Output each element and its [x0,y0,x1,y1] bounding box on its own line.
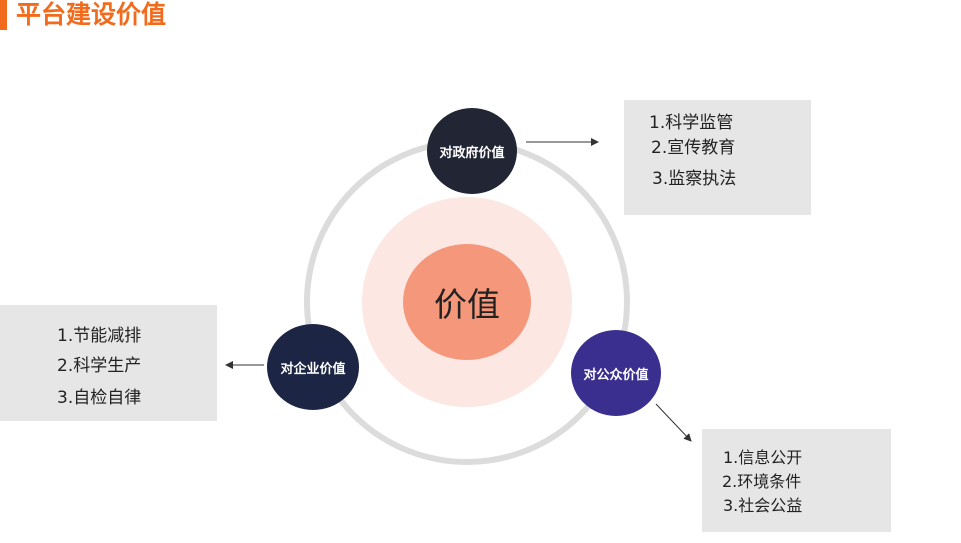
list-item: 3.社会公益 [723,496,803,515]
list-item: 3.自检自律 [57,388,142,408]
enterprise-value-box: 1.节能减排 2.科学生产 3.自检自律 [0,305,217,421]
list-item: 1.科学监管 [649,113,734,133]
arrow-public [655,403,692,442]
government-value-node: 对政府价值 [427,108,517,194]
public-value-node: 对公众价值 [571,330,661,416]
page-title: 平台建设价值 [16,0,167,29]
center-value-circle: 价值 [403,244,531,360]
list-item: 1.信息公开 [723,448,803,467]
government-value-box: 1.科学监管 2.宣传教育 3.监察执法 [624,100,811,215]
list-item: 3.监察执法 [652,169,737,189]
enterprise-value-node: 对企业价值 [267,324,359,410]
list-item: 2.宣传教育 [651,138,736,158]
list-item: 2.科学生产 [57,356,142,376]
title-accent-bar [0,0,7,30]
list-item: 1.节能减排 [57,326,142,346]
public-value-box: 1.信息公开 2.环境条件 3.社会公益 [702,429,891,532]
list-item: 2.环境条件 [722,472,802,491]
